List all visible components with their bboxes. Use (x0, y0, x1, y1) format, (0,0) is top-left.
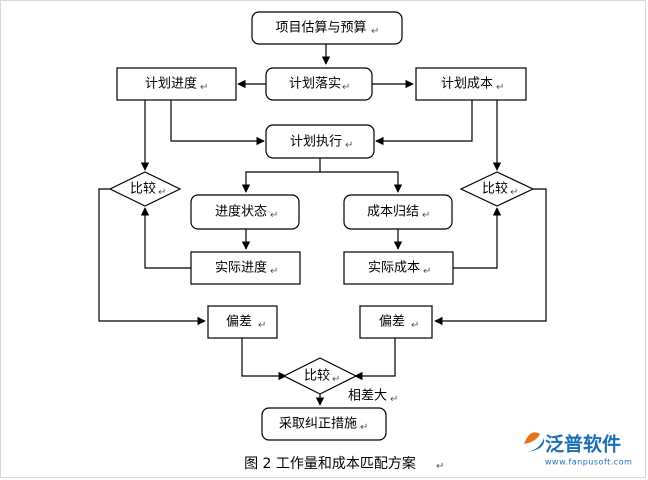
node-implement-label: 计划落实 (289, 77, 341, 92)
node-deviation-right-box (359, 305, 433, 339)
paragraph-mark: ↵ (332, 374, 340, 385)
node-actual-cost-label: 实际成本 (368, 261, 420, 276)
arrow-deviation-left-compare (241, 338, 287, 381)
node-actual-progress-label: 实际进度 (215, 260, 267, 276)
figure-caption: 图 2 工作量和成本匹配方案 ↵ (244, 455, 444, 472)
arrow-progress-execute (170, 100, 265, 146)
node-compare-right-label: 比较 (482, 182, 508, 197)
paragraph-mark: ↵ (371, 26, 379, 37)
logo-url: www.fanpusoft.com (545, 458, 632, 467)
paragraph-mark: ↵ (510, 187, 518, 198)
paragraph-mark: ↵ (158, 187, 166, 198)
node-corrective-label: 采取纠正措施 (279, 417, 357, 432)
paragraph-mark: ↵ (345, 140, 353, 151)
logo-emblem-icon (524, 432, 545, 452)
node-corrective: 采取纠正措施 ↵ (279, 417, 368, 434)
node-cost-plan: 计划成本 ↵ (441, 77, 504, 94)
node-actual-cost: 实际成本 ↵ (368, 261, 431, 278)
arrow-compare-deviation-left (98, 188, 206, 326)
node-compare-left-label: 比较 (130, 182, 156, 197)
arrow-execute-summary (320, 171, 403, 193)
paragraph-mark: ↵ (411, 320, 419, 331)
paragraph-mark: ↵ (496, 82, 504, 93)
paragraph-mark: ↵ (342, 82, 350, 93)
arrow-execute-status (241, 158, 321, 193)
node-cost-summary: 成本归结 ↵ (367, 205, 430, 222)
node-compare-right-shape (459, 171, 535, 207)
node-progress-plan: 计划进度 ↵ (145, 76, 208, 94)
node-compare-bottom-label: 比较 (304, 369, 330, 384)
edge-label-text: 相差大 (348, 389, 387, 404)
arrow-cost-execute (375, 100, 473, 146)
arrow-deviation-right-compare (354, 338, 396, 381)
node-compare-right: 比较 ↵ (482, 182, 518, 199)
paragraph-mark: ↵ (390, 394, 398, 405)
node-estimate-box (251, 11, 403, 45)
node-corrective-box (261, 407, 387, 441)
node-deviation-right: 偏差 ↵ (379, 315, 419, 332)
paragraph-mark: ↵ (270, 266, 278, 277)
paragraph-mark: ↵ (436, 461, 444, 472)
paragraph-mark: ↵ (360, 422, 368, 433)
node-estimate: 项目估算与预算 ↵ (275, 21, 379, 38)
node-estimate-label: 项目估算与预算 (275, 21, 366, 36)
node-progress-status: 进度状态 ↵ (215, 204, 278, 222)
node-progress-plan-box (116, 67, 237, 101)
node-implement: 计划落实 ↵ (289, 77, 350, 94)
node-deviation-right-label: 偏差 (379, 315, 405, 330)
node-deviation-left-label: 偏差 (226, 315, 252, 330)
node-actual-progress-box (190, 251, 301, 285)
arrow-actual-cost-compare (453, 207, 502, 269)
arrow-actual-progress-compare (140, 207, 191, 269)
brand-logo: 泛普软件 www.fanpusoft.com (524, 432, 632, 467)
node-compare-bottom-shape (282, 357, 358, 395)
node-progress-status-box (190, 194, 300, 230)
paragraph-mark: ↵ (270, 210, 278, 221)
node-deviation-left: 偏差 ↵ (226, 315, 266, 332)
caption-text: 图 2 工作量和成本匹配方案 (244, 455, 416, 472)
logo-name: 泛普软件 (545, 433, 621, 456)
arrow-compare-deviation-right (434, 188, 547, 326)
node-cost-summary-label: 成本归结 (367, 205, 419, 220)
connectors (98, 44, 547, 406)
node-actual-progress: 实际进度 ↵ (215, 260, 278, 278)
node-actual-cost-box (343, 251, 454, 285)
node-cost-plan-label: 计划成本 (441, 77, 493, 92)
edge-label-large-diff: 相差大 ↵ (348, 389, 398, 406)
paragraph-mark: ↵ (258, 320, 266, 331)
node-compare-left: 比较 ↵ (130, 182, 166, 199)
paragraph-mark: ↵ (200, 82, 208, 93)
node-implement-box (265, 67, 373, 101)
node-cost-summary-box (343, 194, 453, 230)
paragraph-mark: ↵ (422, 210, 430, 221)
node-cost-plan-box (415, 67, 527, 101)
node-deviation-left-box (207, 305, 278, 339)
node-execute-label: 计划执行 (290, 135, 342, 150)
node-progress-status-label: 进度状态 (215, 204, 267, 220)
node-compare-bottom: 比较 ↵ (304, 369, 340, 386)
paragraph-mark: ↵ (423, 266, 431, 277)
node-progress-plan-label: 计划进度 (145, 76, 197, 92)
node-compare-left-shape (108, 171, 182, 207)
node-execute-box (265, 124, 375, 159)
node-execute: 计划执行 ↵ (290, 135, 353, 152)
